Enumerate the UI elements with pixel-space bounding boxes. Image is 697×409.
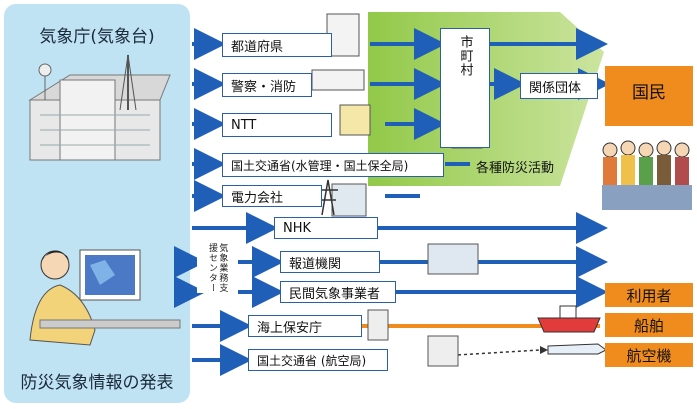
municipality-label: 市町村 bbox=[457, 35, 473, 77]
airplane-icon bbox=[547, 343, 607, 355]
activity-label: 各種防災活動 bbox=[476, 161, 555, 176]
box-related-orgs: 関係団体 bbox=[520, 73, 598, 99]
citizens-label: 国民 bbox=[632, 83, 666, 103]
target-ships: 船舶 bbox=[605, 313, 693, 337]
ship-icon bbox=[537, 317, 601, 333]
jma-title: 気象庁(気象台) bbox=[39, 27, 155, 47]
support-center-box: 気象業務支援センター bbox=[197, 243, 237, 293]
target-aircraft: 航空機 bbox=[605, 343, 693, 367]
box-ntt: NTT bbox=[222, 113, 332, 137]
box-police-fire: 警察・消防 bbox=[222, 73, 312, 97]
operator-icon bbox=[29, 249, 181, 346]
box-nhk: NHK bbox=[274, 217, 378, 239]
jma-building-icon bbox=[28, 54, 171, 161]
box-private-weather: 民間気象事業者 bbox=[280, 281, 396, 303]
box-media: 報道機関 bbox=[280, 251, 380, 273]
support-center-label: 気象業務支援センター bbox=[207, 243, 228, 293]
box-coast-guard: 海上保安庁 bbox=[248, 315, 362, 337]
warning-issuance-label: 防災気象情報の発表 bbox=[20, 373, 174, 393]
box-prefecture: 都道府県 bbox=[222, 33, 332, 57]
box-municipality: 市町村 bbox=[440, 28, 490, 148]
target-citizens: 国民 bbox=[605, 66, 693, 126]
box-mlit-aviation: 国土交通省 (航空局) bbox=[248, 349, 388, 371]
box-mlit-water: 国土交通省(水管理・国土保全局) bbox=[222, 153, 444, 177]
target-users: 利用者 bbox=[605, 283, 693, 307]
box-power: 電力会社 bbox=[222, 185, 322, 207]
citizens-illustration bbox=[602, 140, 692, 210]
